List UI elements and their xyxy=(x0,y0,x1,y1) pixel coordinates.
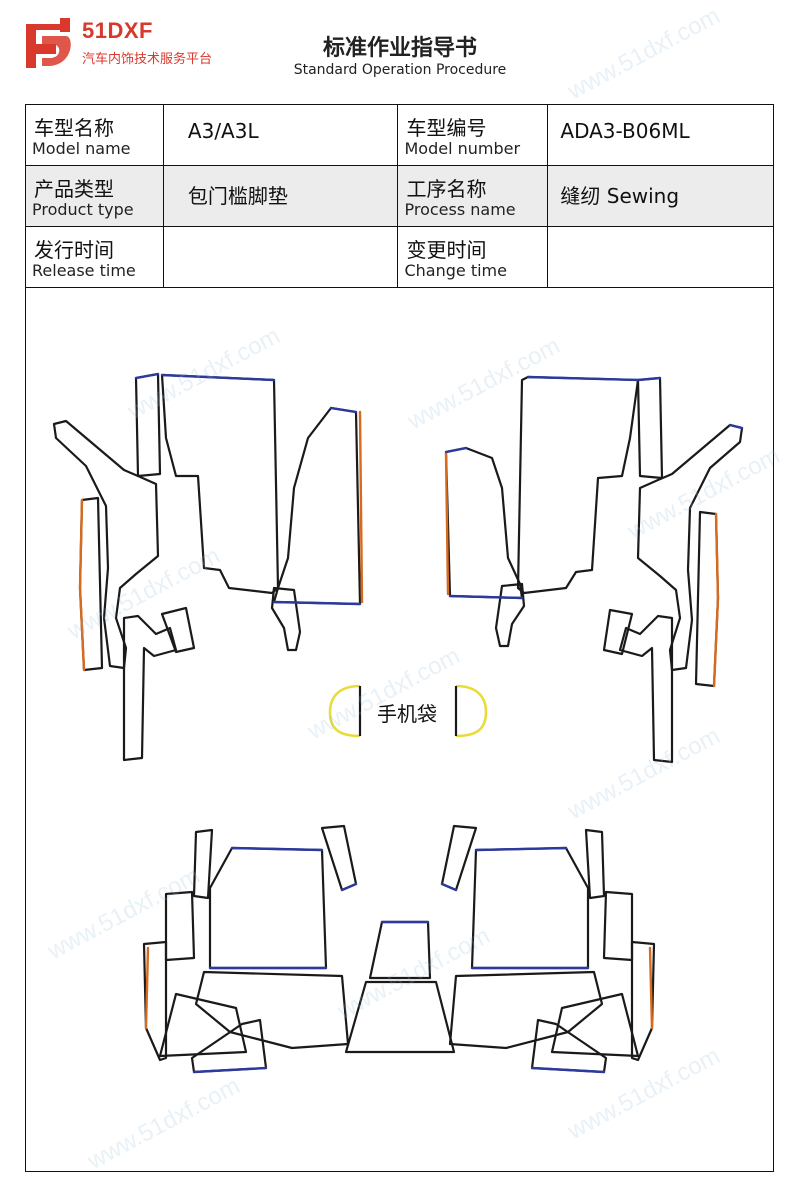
info-table: 车型名称 Model name A3/A3L 车型编号 Model number… xyxy=(25,104,774,288)
phone-pocket-shape xyxy=(328,684,488,738)
pattern-piece-bottom-right-corner xyxy=(550,992,640,1058)
pattern-piece-bottom-left-side-1 xyxy=(164,890,196,962)
pattern-piece-bottom-center-tunnel xyxy=(344,980,456,1054)
pattern-piece-right-small-bracket xyxy=(494,582,526,648)
pattern-piece-bottom-right-lower xyxy=(448,970,604,1050)
model-number-label-cn: 车型编号 xyxy=(406,116,487,140)
mat-pattern-drawing xyxy=(52,372,744,1074)
pattern-piece-right-long-strip xyxy=(636,423,744,672)
pattern-piece-bottom-right-top-strip xyxy=(584,828,606,900)
pattern-piece-bottom-left-lower xyxy=(194,970,350,1050)
product-type-label-en: Product type xyxy=(32,200,134,219)
change-time-value xyxy=(548,227,773,241)
change-time-label-cn: 变更时间 xyxy=(406,238,487,262)
pattern-piece-left-door-panel xyxy=(272,406,362,606)
model-number-label-cell: 车型编号 Model number xyxy=(397,104,549,166)
release-time-label-en: Release time xyxy=(32,261,136,280)
pattern-piece-left-lower-hook xyxy=(122,614,178,762)
change-time-label-en: Change time xyxy=(404,261,507,280)
product-type-value: 包门槛脚垫 xyxy=(187,184,288,208)
model-name-value-cell: A3/A3L xyxy=(162,104,399,166)
pattern-piece-bottom-right-flap xyxy=(530,1018,608,1074)
pattern-piece-right-lower-hook xyxy=(618,614,674,764)
pattern-piece-right-tall-panel xyxy=(516,375,640,595)
model-number-value: ADA3-B06ML xyxy=(560,119,690,143)
release-time-value-cell xyxy=(162,226,399,288)
model-number-label-en: Model number xyxy=(404,139,521,158)
pattern-piece-right-mid-tab xyxy=(602,608,634,656)
info-row: 产品类型 Product type 包门槛脚垫 工序名称 Process nam… xyxy=(25,165,774,227)
pattern-piece-bottom-left-corner xyxy=(158,992,248,1058)
pattern-piece-bottom-left-top-strip xyxy=(192,828,214,900)
model-name-label-cn: 车型名称 xyxy=(34,116,114,140)
release-time-value xyxy=(164,227,398,241)
product-type-label-cn: 产品类型 xyxy=(34,177,114,201)
pattern-piece-left-mid-tab xyxy=(160,606,196,654)
change-time-label-cell: 变更时间 Change time xyxy=(397,226,549,288)
process-name-label-cn: 工序名称 xyxy=(406,177,487,201)
model-name-value: A3/A3L xyxy=(187,119,259,143)
change-time-value-cell xyxy=(547,226,774,288)
info-row: 发行时间 Release time 变更时间 Change time xyxy=(25,226,774,288)
pattern-piece-left-long-strip xyxy=(52,419,160,670)
pattern-piece-right-narrow-strip xyxy=(636,376,664,480)
pattern-piece-bottom-center-tab xyxy=(368,920,432,980)
process-name-value: 缝纫 Sewing xyxy=(560,184,680,208)
pattern-piece-left-small-bracket xyxy=(270,586,302,652)
process-name-value-cell: 缝纫 Sewing xyxy=(547,165,774,227)
pattern-piece-left-tall-panel xyxy=(160,373,280,595)
process-name-label-en: Process name xyxy=(404,200,516,219)
pattern-piece-bottom-left-top-notch xyxy=(320,824,358,892)
pattern-piece-bottom-right-main xyxy=(470,846,590,970)
logo-mark-icon xyxy=(26,18,71,68)
pattern-piece-bottom-left-main xyxy=(208,846,328,970)
pattern-piece-bottom-right-side-1 xyxy=(602,890,634,962)
model-number-value-cell: ADA3-B06ML xyxy=(547,104,774,166)
doc-title-cn: 标准作业指导书 xyxy=(322,36,477,61)
phone-pocket-label: 手机袋 xyxy=(377,702,437,726)
pattern-piece-bottom-left-flap xyxy=(190,1018,268,1074)
logo-name: 51DXF xyxy=(82,18,153,43)
pattern-piece-left-narrow-strip xyxy=(134,372,162,478)
release-time-label-cell: 发行时间 Release time xyxy=(25,226,164,288)
model-name-label-cell: 车型名称 Model name xyxy=(25,104,164,166)
pattern-piece-right-door-panel xyxy=(444,446,524,600)
process-name-label-cell: 工序名称 Process name xyxy=(397,165,549,227)
pattern-piece-bottom-right-top-notch xyxy=(440,824,478,892)
info-row: 车型名称 Model name A3/A3L 车型编号 Model number… xyxy=(25,104,774,166)
product-type-value-cell: 包门槛脚垫 xyxy=(162,165,399,227)
model-name-label-en: Model name xyxy=(32,139,131,158)
logo: 51DXF 汽车内饰技术服务平台 xyxy=(20,14,250,74)
product-type-label-cell: 产品类型 Product type xyxy=(25,165,164,227)
logo-subtitle: 汽车内饰技术服务平台 xyxy=(82,52,213,67)
release-time-label-cn: 发行时间 xyxy=(34,238,114,262)
doc-title-en: Standard Operation Procedure xyxy=(293,62,507,78)
